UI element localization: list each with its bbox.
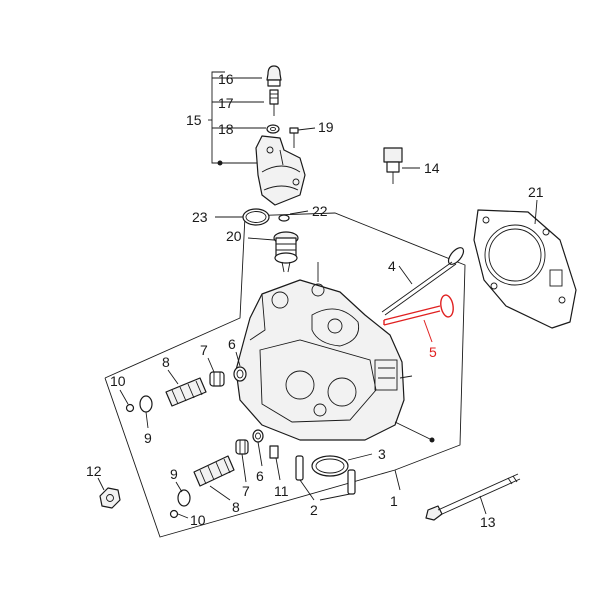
callout-11: 11 — [274, 483, 289, 499]
long-bolt-part-13 — [425, 473, 521, 521]
seal-ring-part-23 — [215, 208, 270, 226]
valve-spring-part-8-lower — [193, 455, 235, 501]
dowel-pins-part-2 — [295, 455, 356, 501]
group-bracket-15 — [208, 71, 266, 166]
cap-part-16 — [266, 65, 282, 87]
callout-5: 5 — [429, 344, 437, 360]
callout-13: 13 — [480, 514, 496, 530]
callout-23: 23 — [192, 209, 208, 225]
callout-8-lower: 8 — [232, 499, 240, 515]
callout-9-lower: 9 — [170, 466, 178, 482]
bolt-part-19 — [289, 127, 316, 148]
valve-seal-part-6-upper — [233, 351, 247, 382]
callout-21: 21 — [528, 184, 544, 200]
callout-1: 1 — [390, 493, 398, 509]
pin-part-10-lower — [169, 509, 189, 519]
washer-part-18 — [266, 124, 280, 134]
callout-22: 22 — [312, 203, 328, 219]
callout-6-lower: 6 — [256, 468, 264, 484]
valve-part-5-highlighted — [383, 294, 454, 343]
callout-20: 20 — [226, 228, 242, 244]
callout-3: 3 — [378, 446, 386, 462]
temp-sensor-part-14 — [383, 147, 420, 184]
pin-part-10-upper — [119, 389, 135, 413]
thermostat-housing — [255, 135, 306, 206]
nut-part-12 — [97, 477, 121, 509]
callout-2: 2 — [310, 502, 318, 518]
callout-17: 17 — [218, 95, 234, 111]
callout-14: 14 — [424, 160, 440, 176]
oring-part-3 — [311, 453, 373, 477]
callout-16: 16 — [218, 71, 234, 87]
sensor-pin-part-17 — [269, 89, 279, 116]
retainer-part-9-upper — [139, 395, 153, 429]
assembly-frame-1 — [104, 212, 466, 538]
callout-7-upper: 7 — [200, 342, 208, 358]
oring-part-22 — [278, 210, 309, 222]
valve-spring-part-8-upper — [165, 369, 207, 407]
thermostat-part-20 — [247, 231, 299, 273]
callout-15: 15 — [186, 112, 202, 128]
callout-8-upper: 8 — [162, 354, 170, 370]
callout-19: 19 — [318, 119, 334, 135]
callout-4: 4 — [388, 258, 396, 274]
callout-12: 12 — [86, 463, 102, 479]
cylinder-head-part-1 — [235, 262, 435, 443]
callout-10-upper: 10 — [110, 373, 126, 389]
small-part-11 — [269, 445, 281, 481]
callout-18: 18 — [218, 121, 234, 137]
callout-9-upper: 9 — [144, 430, 152, 446]
valve-part-4 — [381, 247, 465, 316]
valve-collet-part-7-upper — [207, 357, 225, 387]
callout-10-lower: 10 — [190, 512, 206, 528]
head-gasket-part-21 — [473, 199, 577, 329]
valve-collet-part-7-lower — [235, 439, 249, 483]
valve-seal-part-6-lower — [252, 429, 264, 467]
callout-7-lower: 7 — [242, 483, 250, 499]
retainer-part-9-lower — [175, 481, 191, 507]
callout-labels: 16 17 15 18 19 14 21 23 22 20 4 5 8 7 6 … — [86, 71, 544, 530]
callout-6-upper: 6 — [228, 336, 236, 352]
